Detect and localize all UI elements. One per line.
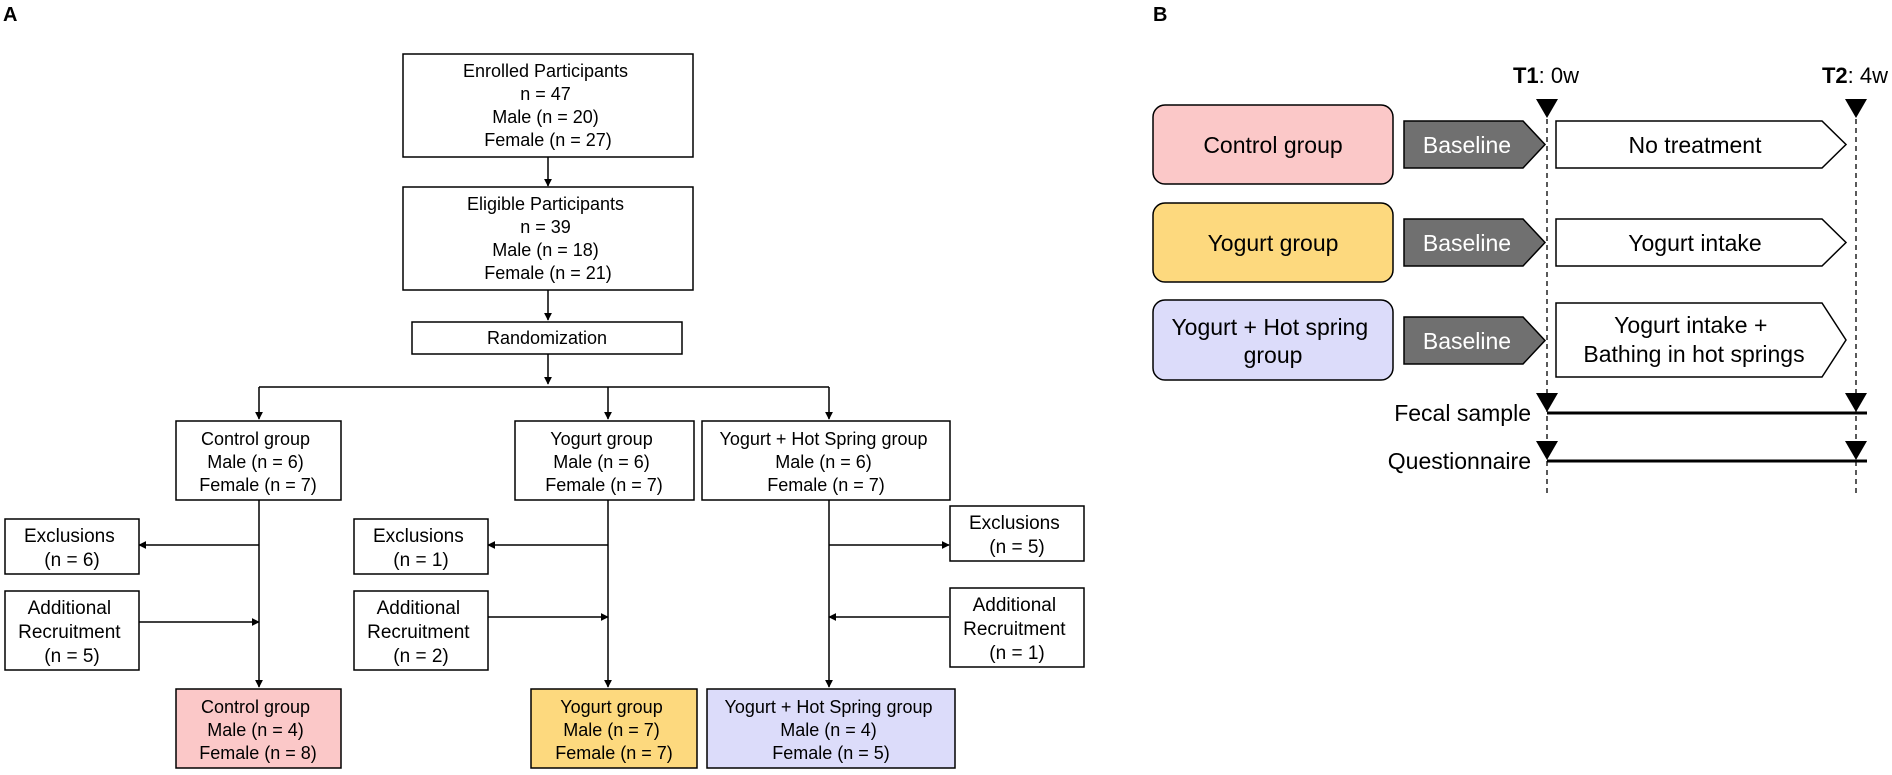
svg-text:Exclusions (n = 6): Exclusions (n = 6) [24,526,120,571]
enrolled-line: Male (n = 20) [492,107,599,127]
svg-text:Exclusions (n = 1): Exclusions (n = 1) [373,526,469,571]
treatment-label: Yogurt intake + Bathing in hot springs [1583,312,1804,367]
flow-box-yogurt-recruitment: Additional Recruitment (n = 2) [353,590,489,671]
svg-text:Yogurt + Hot Spring group: Yogurt + Hot Spring group Male (n = 6) F… [720,429,933,495]
treatment-label: Yogurt intake [1628,230,1761,256]
svg-text:Enrolled Participants n: Enrolled Participants n = 47 Male (n = 2… [463,61,633,150]
baseline-arrow [1403,120,1547,169]
flow-box-hotspring-initial: Yogurt + Hot Spring group Male (n = 6) F… [701,420,951,501]
sample-marker-icon [1845,441,1867,460]
timeline-row-hotspring: Yogurt + Hot spring group Baseline Yogur… [1152,299,1847,381]
flow-box-yogurt-initial: Yogurt group Male (n = 6) Female (n = 7) [514,420,695,501]
eligible-line: Eligible Participants [467,194,624,214]
sample-marker-icon [1845,393,1867,412]
timepoint-t2: T2: 4w [1822,63,1888,88]
flow-box-control-exclusions: Exclusions (n = 6) [4,518,140,575]
treatment-arrow [1555,302,1847,378]
panel-label-b: B [1153,4,1167,26]
enrolled-line: Female (n = 27) [484,130,612,150]
measure-row-fecal: Fecal sample [1394,393,1867,426]
timeline-row-control: Control group Baseline No treatment [1152,104,1848,185]
svg-text:Exclusions (n = 5): Exclusions (n = 5) [969,513,1065,558]
svg-text:Yogurt + Hot Spring group: Yogurt + Hot Spring group Male (n = 4) F… [725,697,938,763]
group-label-box [1152,202,1394,283]
flow-box-control-initial: Control group Male (n = 6) Female (n = 7… [175,420,342,501]
flow-box-yogurt-final: Yogurt group Male (n = 7) Female (n = 7) [530,688,698,769]
enrolled-line: n = 47 [520,84,571,104]
svg-text:Control group Male (n =: Control group Male (n = 6) Female (n = 7… [199,429,317,495]
group-label-box [1152,104,1394,185]
sample-marker-icon [1536,393,1558,412]
timepoint-t1: T1: 0w [1513,63,1579,88]
measure-row-questionnaire: Questionnaire [1388,441,1867,474]
eligible-line: Female (n = 21) [484,263,612,283]
flow-box-hotspring-exclusions: Exclusions (n = 5) [949,505,1085,562]
svg-text:Control group Male (n =: Control group Male (n = 4) Female (n = 8… [199,697,317,763]
treatment-arrow [1555,120,1848,169]
group-label-box [1152,299,1394,381]
flow-box-hotspring-final: Yogurt + Hot Spring group Male (n = 4) F… [706,688,956,769]
treatment-label: No treatment [1629,132,1763,158]
group-name: Yogurt + Hot spring group [1171,314,1374,368]
svg-text:Additional Recruitment: Additional Recruitment (n = 5) [18,598,126,667]
svg-text:Additional Recruitment: Additional Recruitment (n = 2) [367,598,475,667]
timeline-row-yogurt: Yogurt group Baseline Yogurt intake [1152,202,1848,283]
enrolled-line: Enrolled Participants [463,61,628,81]
svg-text:Yogurt group Male (n = 6: Yogurt group Male (n = 6) Female (n = 7) [545,429,663,495]
randomization-label: Randomization [487,328,607,348]
flow-box-eligible: Eligible Participants n = 39 Male (n = 1… [402,186,694,291]
measure-label: Fecal sample [1394,400,1531,426]
timepoint-labels: T1: 0w T2: 4w [1513,63,1888,88]
flow-box-enrolled: Enrolled Participants n = 47 Male (n = 2… [402,53,694,158]
svg-text:Additional Recruitment: Additional Recruitment (n = 1) [963,595,1071,664]
flow-box-control-recruitment: Additional Recruitment (n = 5) [4,590,140,671]
measure-label: Questionnaire [1388,448,1531,474]
sample-marker-icon [1536,441,1558,460]
svg-text:Eligible Participants n: Eligible Participants n = 39 Male (n = 1… [467,194,629,283]
flow-box-randomization: Randomization [411,321,683,355]
baseline-label: Baseline [1423,328,1511,354]
group-name: Control group [1203,132,1342,158]
flow-box-control-final: Control group Male (n = 4) Female (n = 8… [175,688,342,769]
group-name: Yogurt group [1208,230,1339,256]
timepoint-t2-marker-icon [1845,99,1867,118]
flow-box-yogurt-exclusions: Exclusions (n = 1) [353,518,489,575]
treatment-arrow [1555,218,1848,267]
eligible-line: n = 39 [520,217,571,237]
flow-box-hotspring-recruitment: Additional Recruitment (n = 1) [949,587,1085,668]
baseline-arrow [1403,218,1547,267]
svg-text:Yogurt group Male (n = 7: Yogurt group Male (n = 7) Female (n = 7) [555,697,673,763]
baseline-label: Baseline [1423,230,1511,256]
flow-connectors [138,157,950,688]
eligible-line: Male (n = 18) [492,240,599,260]
baseline-label: Baseline [1423,132,1511,158]
timepoint-t1-marker-icon [1536,99,1558,118]
baseline-arrow [1403,316,1547,365]
panel-label-a: A [3,4,17,26]
